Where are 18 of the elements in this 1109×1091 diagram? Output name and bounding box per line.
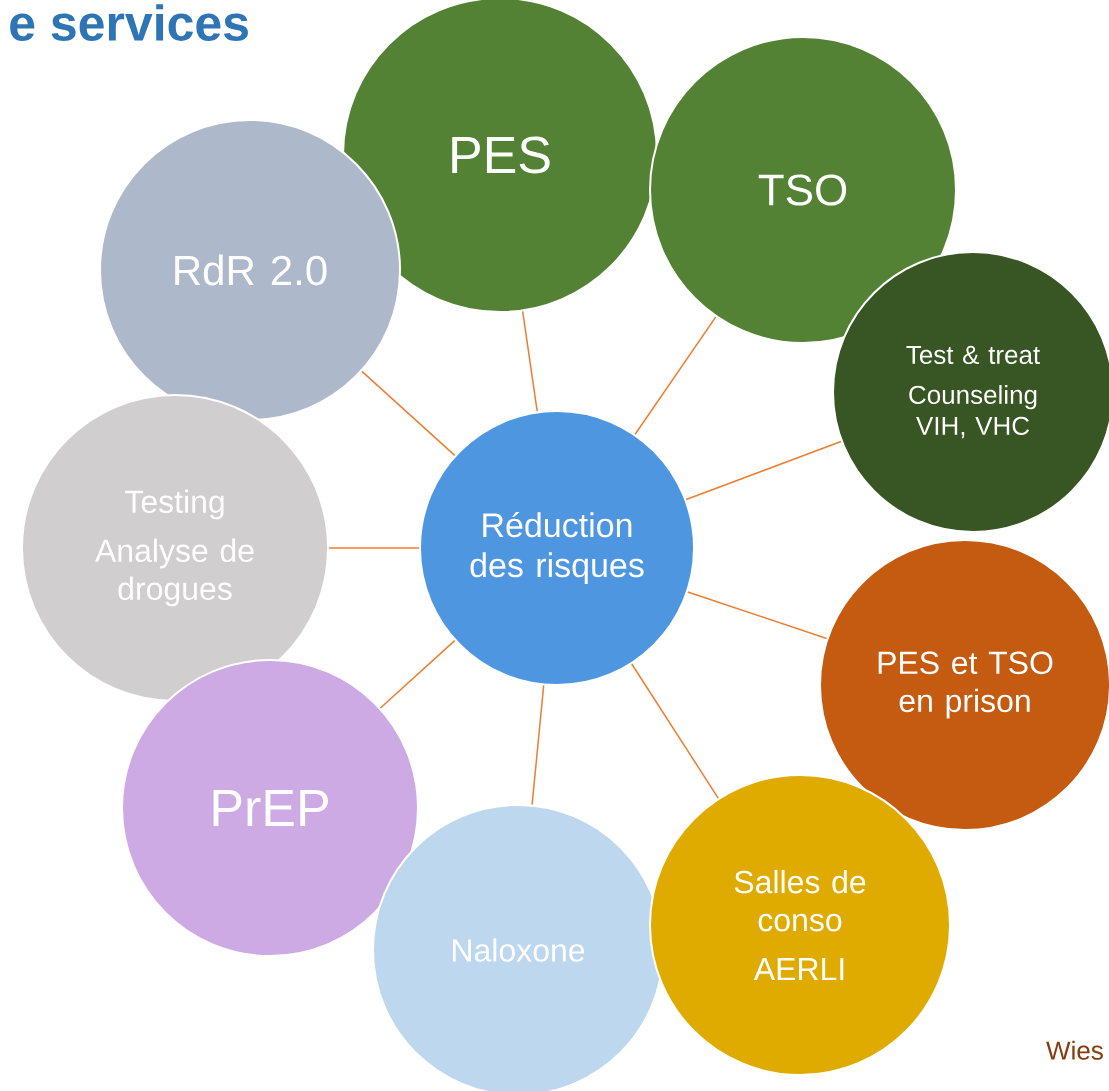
connector-line	[631, 663, 719, 799]
connector-line	[531, 684, 545, 806]
connector-line	[361, 370, 456, 457]
circle-node: Réduction des risques	[419, 410, 695, 686]
circle-node: PES et TSO en prison	[819, 539, 1109, 831]
connector-line	[634, 316, 717, 435]
connector-line	[379, 639, 456, 709]
connector-line	[521, 310, 538, 413]
connector-line	[328, 547, 420, 549]
circle-node: PrEP	[121, 659, 419, 957]
circle-node: RdR 2.0	[99, 119, 401, 421]
title: e services	[10, 4, 248, 41]
circle-node: TSO	[649, 36, 957, 344]
circle-node: Test & treat Counseling VIH, VHC	[832, 251, 1109, 533]
connector-line	[685, 440, 842, 501]
note-text: Wies	[1046, 1040, 1103, 1060]
connector-line	[687, 591, 828, 640]
circle-node: Salles de conso AERLI	[649, 774, 951, 1076]
